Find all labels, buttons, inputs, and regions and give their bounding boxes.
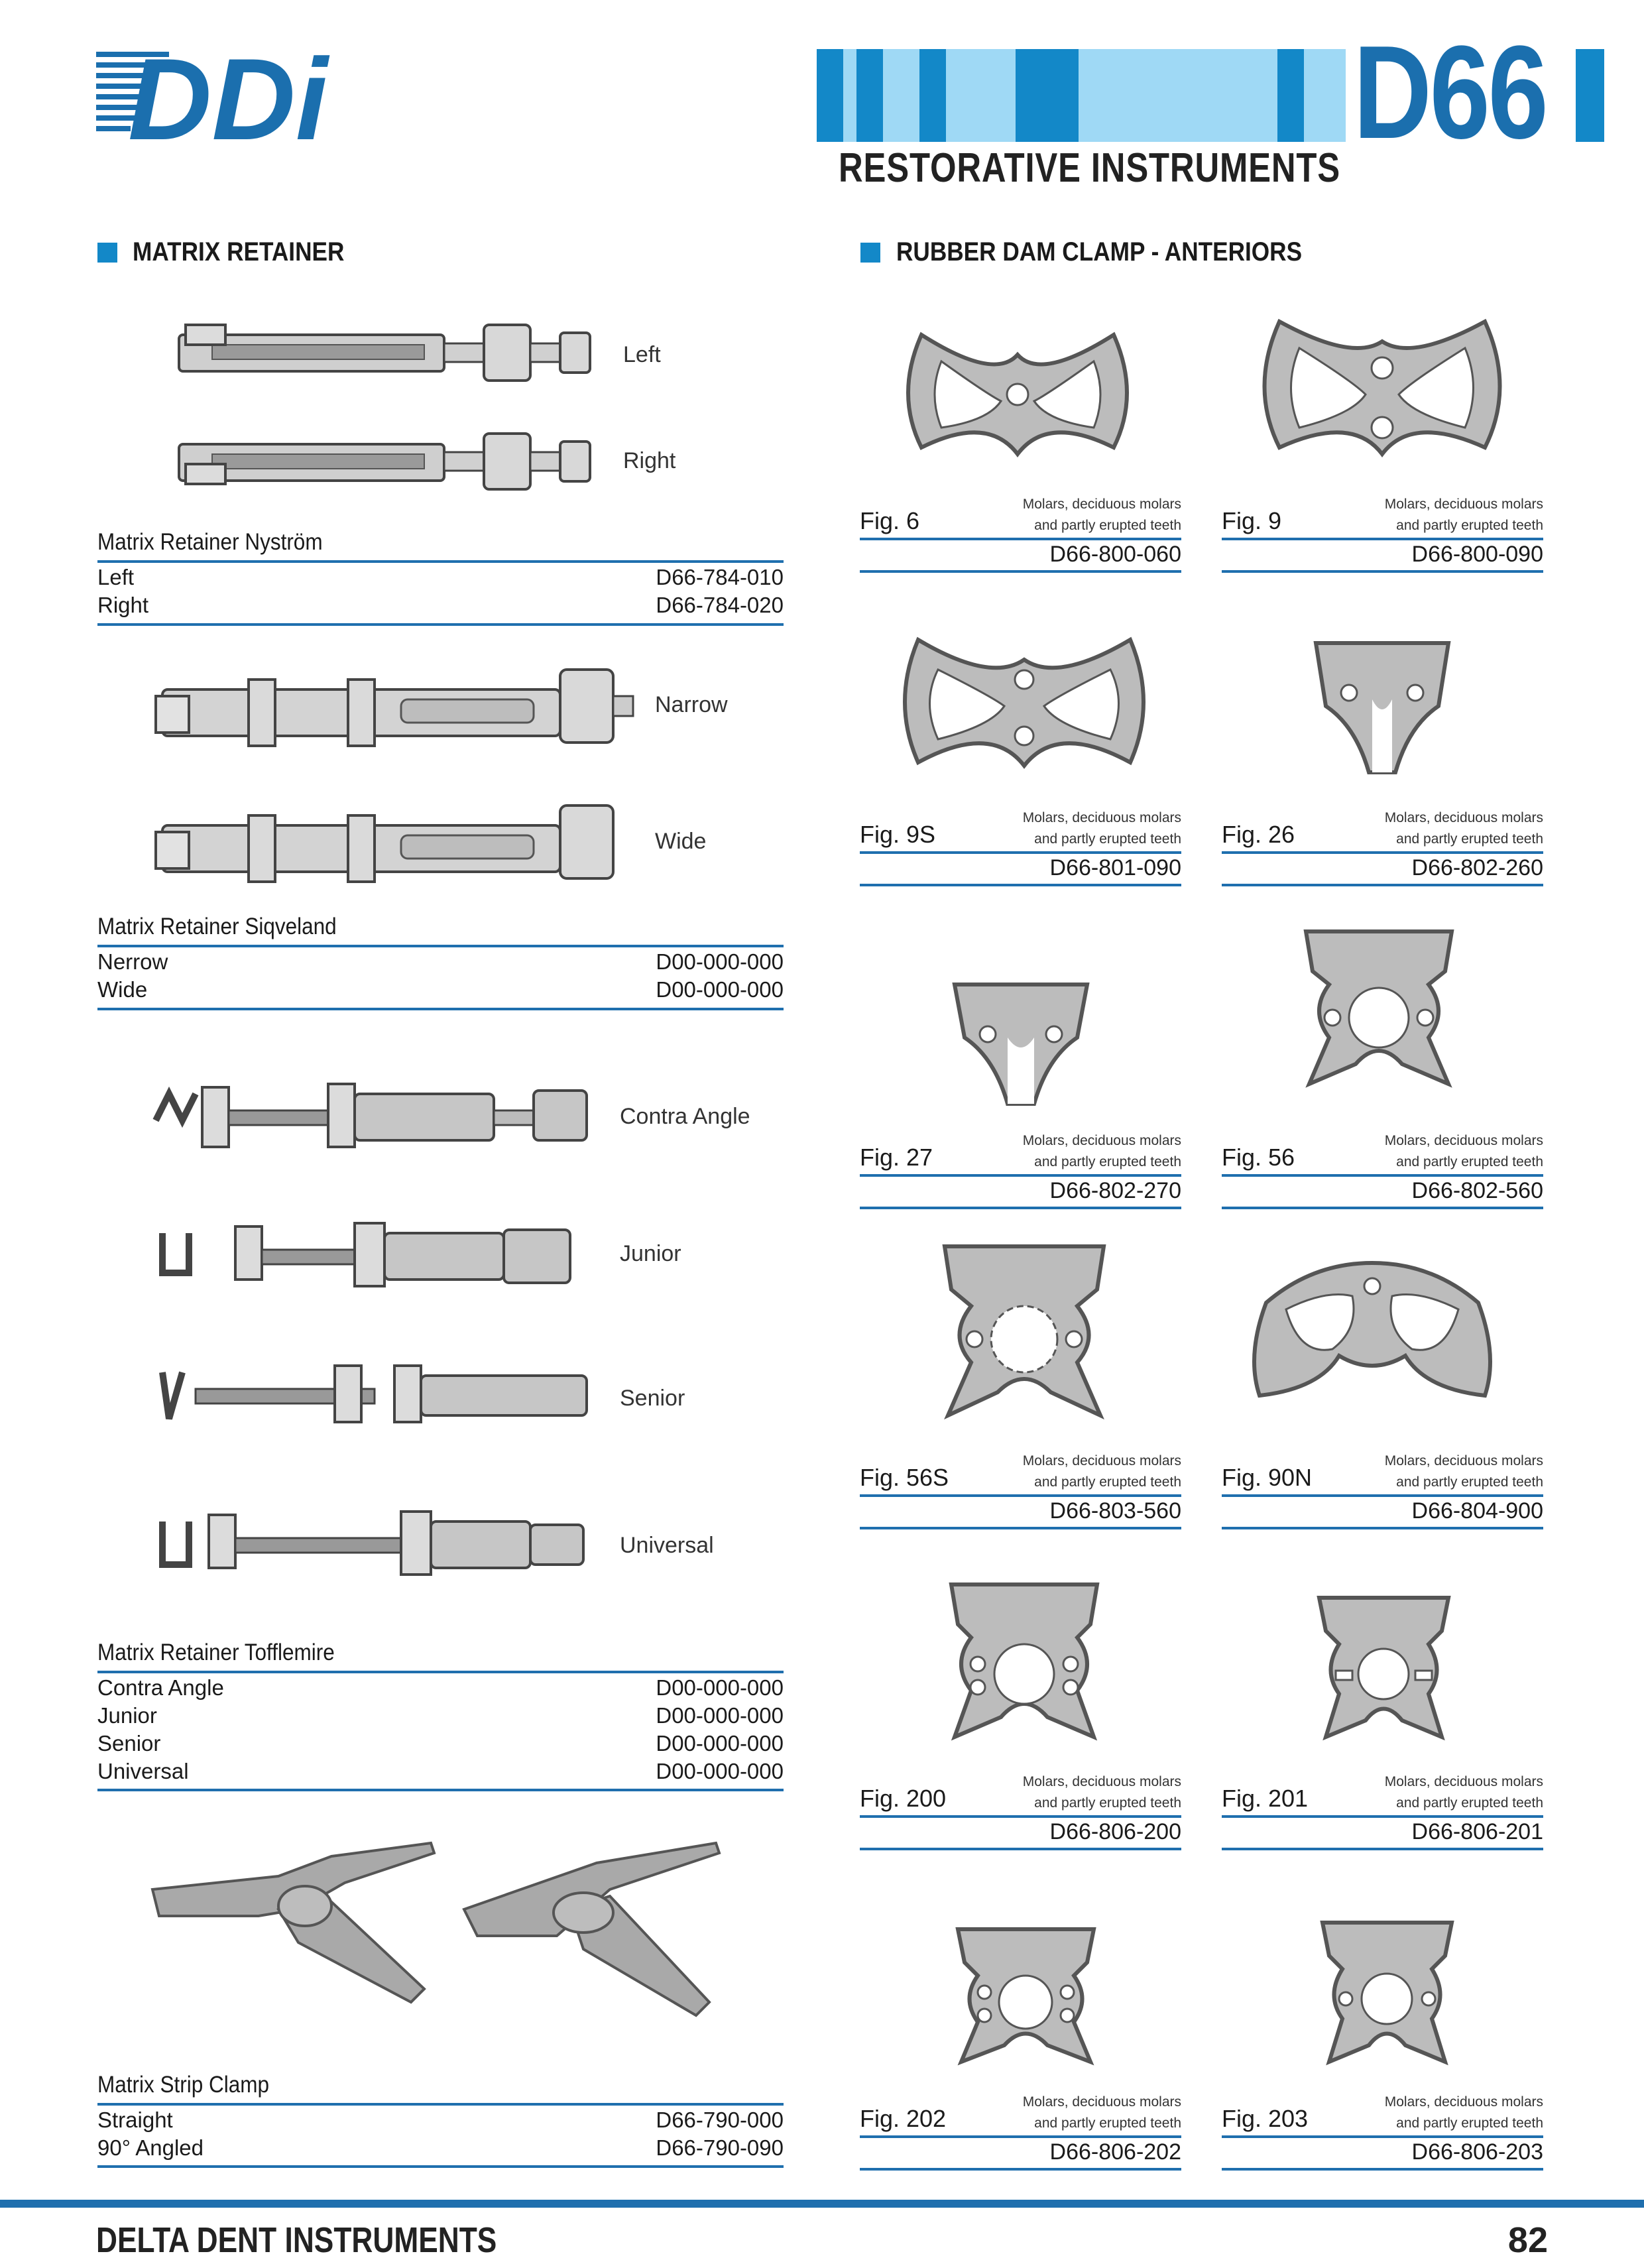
image-label: Wide — [655, 829, 707, 854]
image-label: Senior — [620, 1386, 685, 1411]
catalog-code: D66 — [1346, 27, 1554, 159]
image-label: Contra Angle — [620, 1104, 750, 1129]
footer-bar — [0, 2200, 1644, 2208]
tofflemire-universal-image — [159, 1510, 585, 1576]
clamp-fig-26-image — [1313, 641, 1451, 774]
product-title: Matrix Retainer Nyström — [97, 529, 323, 555]
clamp-fig-200-image — [949, 1582, 1100, 1741]
product-title: Matrix Strip Clamp — [97, 2072, 270, 2098]
clamp-fig-202-image — [955, 1927, 1096, 2066]
divider — [97, 1671, 784, 1673]
svg-text:DDi: DDi — [128, 46, 330, 146]
image-label: Narrow — [655, 692, 728, 717]
siqveland-narrow-image — [154, 668, 634, 747]
page-subtitle: RESTORATIVE INSTRUMENTS — [839, 145, 1341, 191]
divider — [97, 623, 784, 626]
clamp-fig-56s-image — [942, 1244, 1106, 1420]
siqveland-wide-image — [154, 804, 615, 883]
section-marker-icon — [860, 243, 880, 263]
divider — [97, 1789, 784, 1791]
section-marker-icon — [97, 243, 117, 263]
image-label: Right — [623, 448, 676, 473]
image-label: Universal — [620, 1533, 714, 1558]
divider — [97, 560, 784, 563]
divider — [97, 1008, 784, 1010]
divider — [97, 2165, 784, 2168]
image-label: Left — [623, 342, 661, 367]
clamp-fig-6-image — [906, 331, 1129, 457]
product-title: Matrix Retainer Tofflemire — [97, 1640, 335, 1665]
clamp-fig-201-image — [1317, 1596, 1451, 1741]
clamp-fig-90n-image — [1252, 1260, 1492, 1398]
clamp-fig-9-image — [1262, 318, 1502, 457]
section-title-rubber-dam-clamp: RUBBER DAM CLAMP - ANTERIORS — [896, 237, 1303, 267]
section-title-matrix-retainer: MATRIX RETAINER — [133, 237, 345, 267]
clamp-fig-56-image — [1303, 929, 1454, 1088]
product-title: Matrix Retainer Siqveland — [97, 914, 337, 939]
matrix-strip-clamp-image — [150, 1841, 721, 2017]
tofflemire-contra-angle-image — [152, 1083, 588, 1148]
matrix-retainer-left-image — [178, 324, 591, 382]
footer-company: DELTA DENT INSTRUMENTS — [96, 2220, 497, 2260]
divider — [97, 2103, 784, 2106]
image-label: Junior — [620, 1241, 681, 1266]
tofflemire-junior-image — [159, 1222, 571, 1287]
clamp-fig-27-image — [952, 983, 1090, 1106]
clamp-fig-203-image — [1320, 1921, 1454, 2066]
ddi-logo: DDi — [96, 46, 330, 146]
tofflemire-senior-image — [159, 1364, 588, 1423]
page-number: 82 — [1507, 2220, 1548, 2260]
matrix-retainer-right-image — [178, 432, 591, 491]
clamp-fig-9s-image — [903, 636, 1145, 769]
divider — [97, 945, 784, 947]
